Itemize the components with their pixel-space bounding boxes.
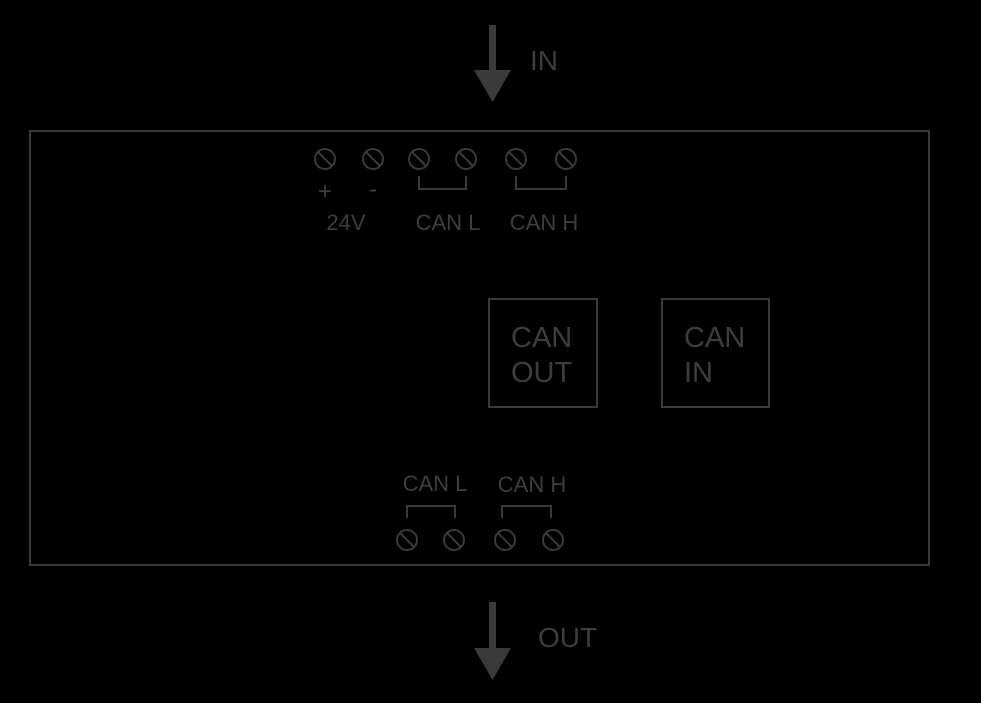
- in-arrow: [474, 25, 511, 102]
- terminal-screw-icon: [443, 529, 465, 551]
- bottom-can-h-label: CAN H: [498, 472, 566, 497]
- module-outline: [29, 130, 930, 566]
- can-h-bracket: [515, 176, 567, 190]
- terminal-screw-icon: [396, 529, 418, 551]
- top-can-h-label: CAN H: [510, 210, 578, 235]
- can-in-line1: CAN: [684, 322, 745, 354]
- terminal-screw-icon: [314, 148, 336, 170]
- minus-label: -: [369, 176, 377, 203]
- can-in-line2: IN: [684, 357, 713, 389]
- terminal-screw-icon: [362, 148, 384, 170]
- bottom-can-h-bracket: [501, 505, 552, 518]
- terminal-screw-icon: [408, 148, 430, 170]
- terminal-screw-icon: [555, 148, 577, 170]
- bottom-can-l-label: CAN L: [403, 471, 468, 496]
- bottom-can-l-bracket: [406, 505, 456, 518]
- can-in-connector: [661, 298, 770, 408]
- terminal-screw-icon: [455, 148, 477, 170]
- can-out-line2: OUT: [511, 357, 573, 389]
- terminal-screw-icon: [494, 529, 516, 551]
- can-l-bracket: [418, 176, 467, 190]
- terminal-screw-icon: [505, 148, 527, 170]
- terminal-screw-icon: [542, 529, 564, 551]
- plus-label: +: [318, 178, 332, 205]
- top-can-l-label: CAN L: [416, 210, 481, 235]
- can-out-line1: CAN: [511, 322, 572, 354]
- in-label: IN: [530, 45, 558, 76]
- can-out-connector: [488, 298, 598, 408]
- power-label: 24V: [326, 210, 365, 235]
- out-arrow: [474, 602, 511, 680]
- out-label: OUT: [538, 622, 597, 653]
